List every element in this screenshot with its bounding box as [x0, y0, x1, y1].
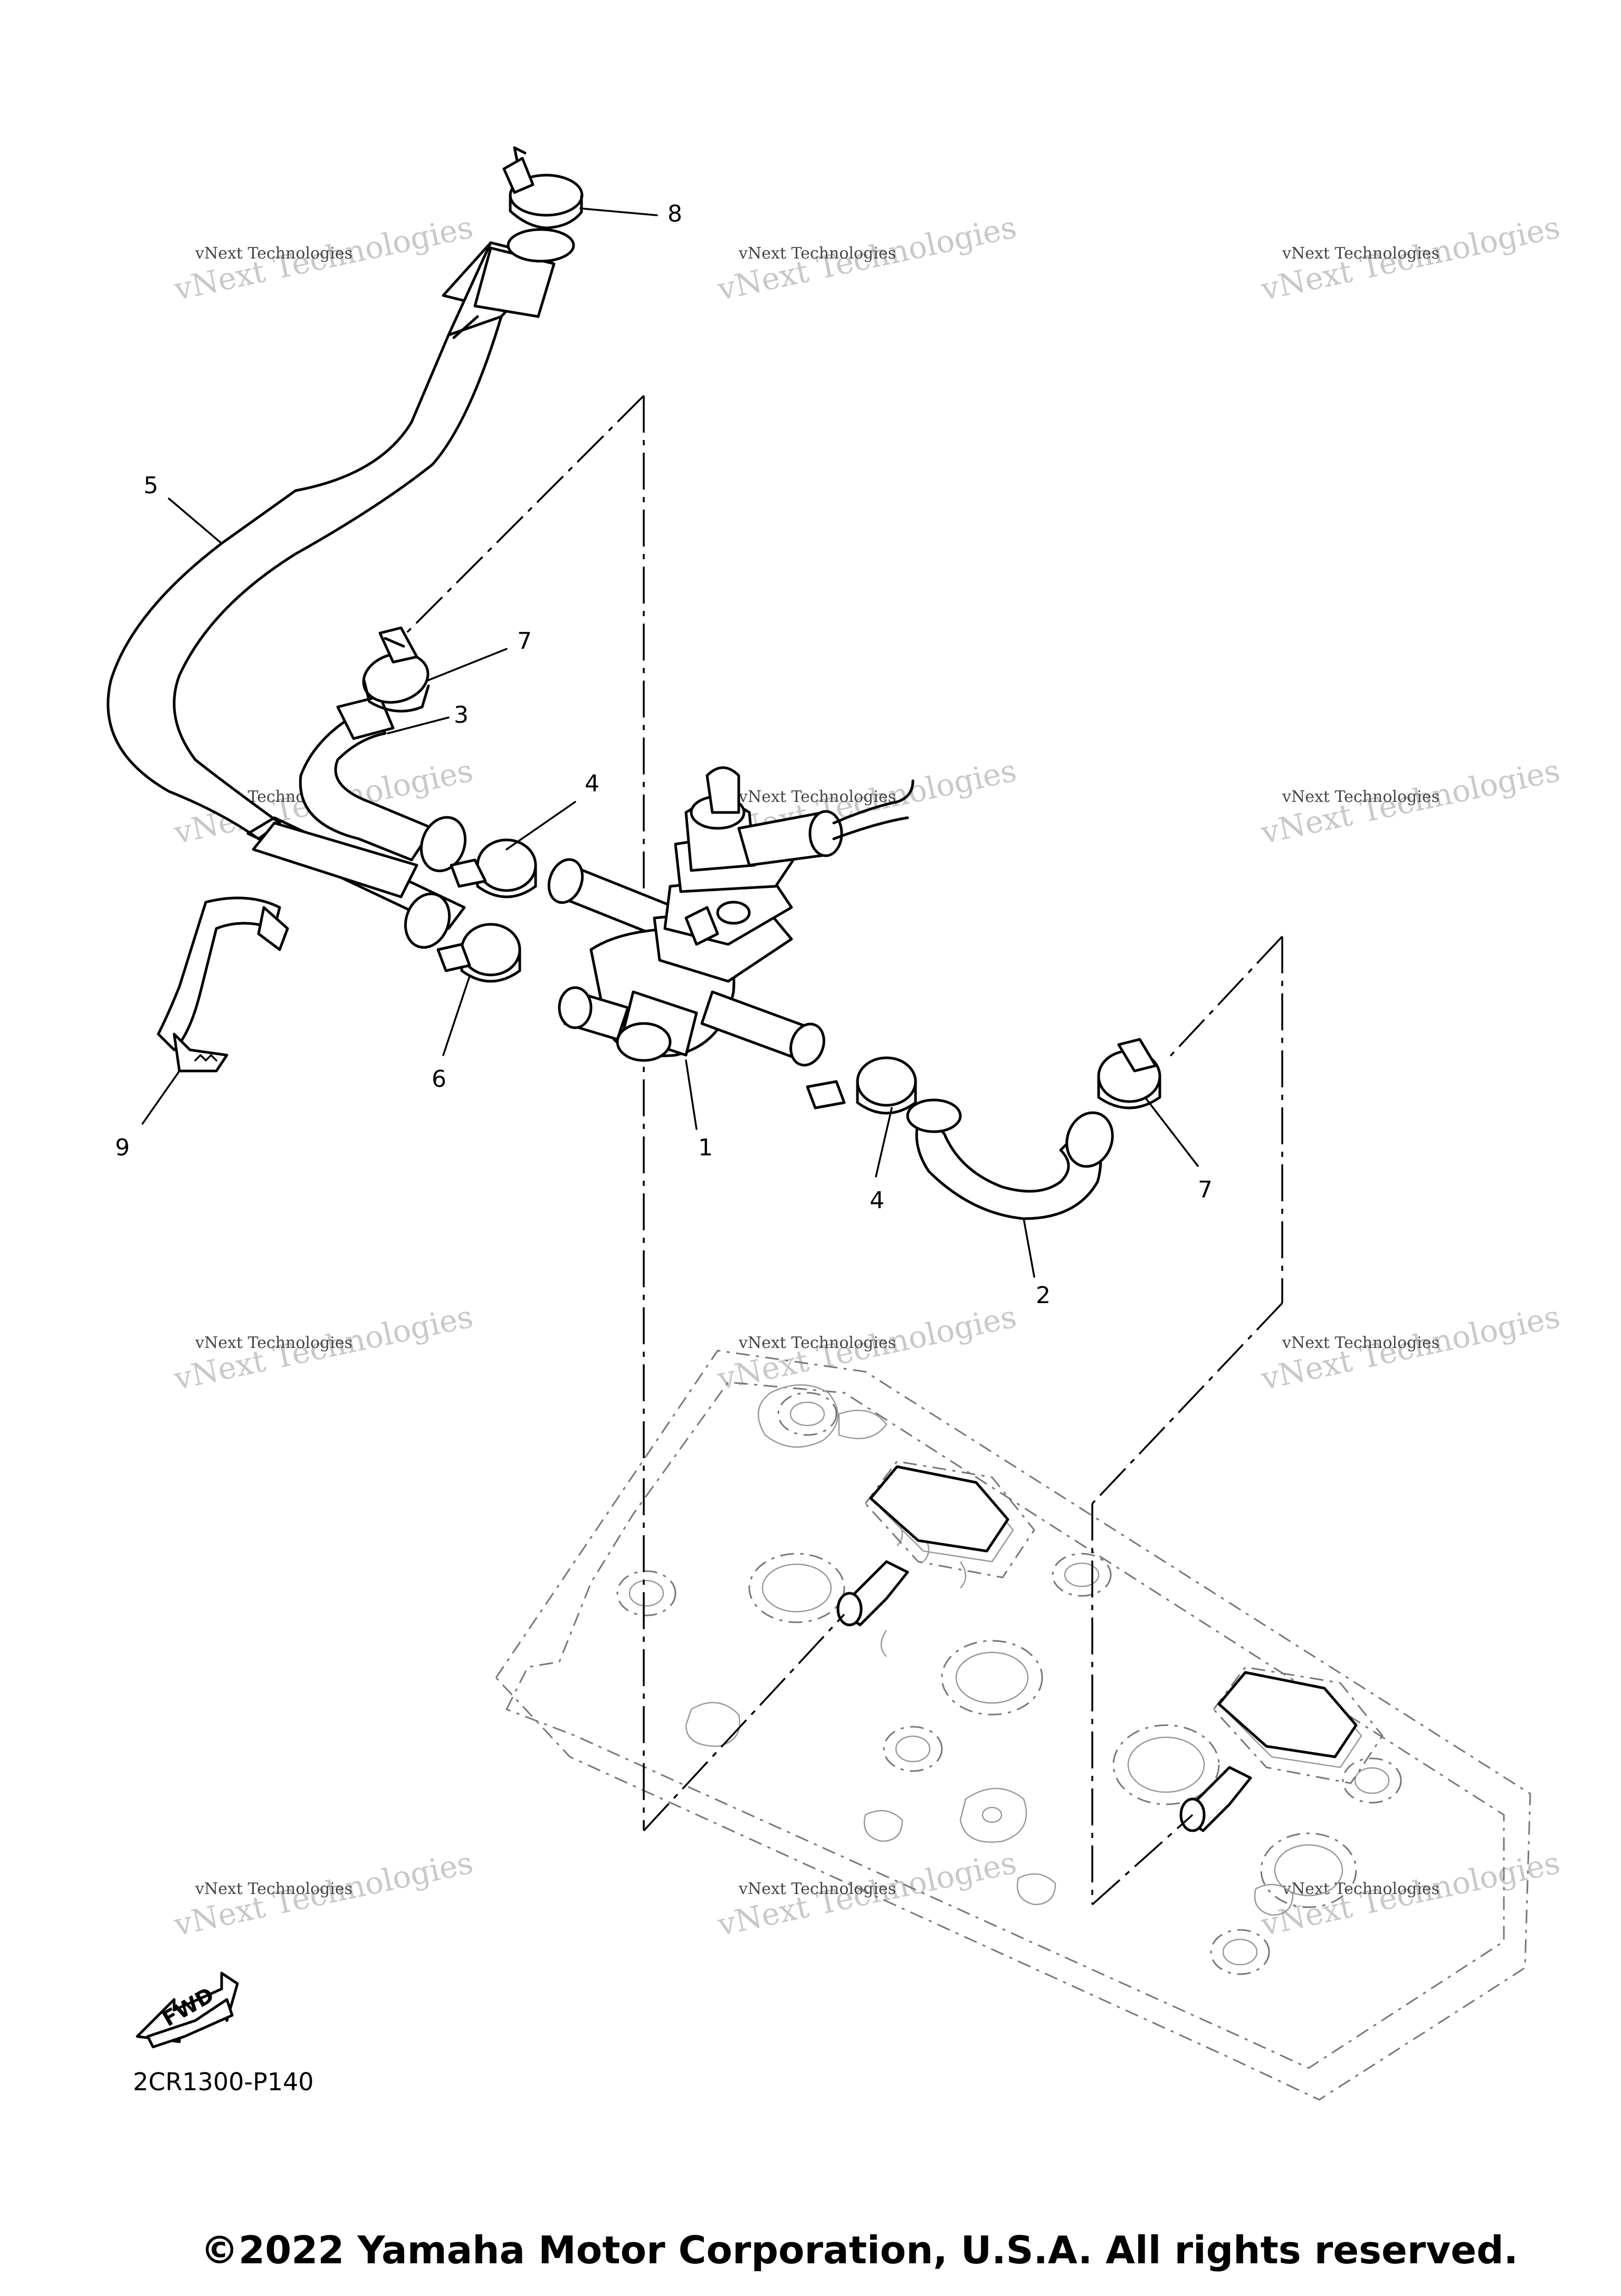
- leader-lines: [141, 207, 1199, 1278]
- reed-valve-fitting-left: [836, 1465, 1009, 1627]
- watermark: vNext Technologies vNext Technologies: [1257, 209, 1563, 308]
- callout-7-lower: 7: [1198, 1176, 1213, 1203]
- watermark: vNext Technologies vNext Technologies: [1257, 1844, 1563, 1943]
- svg-text:vNext Technologies: vNext Technologies: [1282, 1334, 1439, 1352]
- svg-text:vNext Technologies: vNext Technologies: [195, 1334, 352, 1352]
- drawing-code: 2CR1300-P140: [133, 2068, 314, 2096]
- watermark: vNext Technologies vNext Technologies: [714, 209, 1019, 308]
- part-8-clamp: [502, 146, 584, 229]
- fwd-arrow-icon: FWD: [136, 1972, 239, 2049]
- part-6-clamp: [436, 923, 521, 983]
- assembly-lines: [400, 395, 1283, 1906]
- callout-9: 9: [115, 1134, 130, 1161]
- callout-5: 5: [144, 472, 158, 499]
- watermark: vNext Technologies vNext Technologies: [1257, 1298, 1563, 1397]
- part-1-air-cutoff-valve: [547, 766, 914, 1067]
- part-9-holder: [157, 896, 289, 1073]
- callout-7-upper: 7: [517, 628, 532, 655]
- watermark: vNext Technologies vNext Technologies: [170, 1298, 476, 1397]
- cylinder-head-cover: [495, 1350, 1531, 2101]
- svg-text:vNext Technologies: vNext Technologies: [1282, 788, 1439, 806]
- callout-8: 8: [668, 200, 682, 227]
- svg-text:vNext Technologies: vNext Technologies: [738, 1880, 896, 1898]
- part-2-hose: [906, 1098, 1114, 1220]
- part-4-clamp-left: [450, 838, 537, 898]
- part-5-hose: [107, 228, 575, 930]
- callout-2: 2: [1036, 1282, 1051, 1309]
- watermark: vNext Technologies vNext Technologies: [714, 1844, 1019, 1943]
- svg-text:vNext Technologies: vNext Technologies: [738, 244, 896, 263]
- part-3-hose: [252, 695, 467, 949]
- part-7-clamp-right: [1097, 1038, 1161, 1109]
- callout-3: 3: [454, 702, 469, 729]
- reed-valve-fitting-right: [1179, 1671, 1358, 1832]
- part-4-clamp-right: [806, 1056, 917, 1115]
- callout-4-upper: 4: [585, 770, 599, 797]
- watermark: vNext Technologies vNext Technologies: [170, 209, 476, 308]
- watermark: vNext Technologies vNext Technologies: [170, 1844, 476, 1943]
- svg-text:vNext Technologies: vNext Technologies: [195, 244, 352, 263]
- svg-text:vNext Technologies: vNext Technologies: [738, 788, 896, 806]
- svg-text:vNext Technologies: vNext Technologies: [1282, 244, 1439, 263]
- part-7-clamp-upper: [362, 626, 430, 713]
- copyright-notice: ©2022 Yamaha Motor Corporation, U.S.A. A…: [201, 2228, 1518, 2272]
- watermark: vNext Technologies vNext Technologies: [714, 1298, 1019, 1397]
- callout-4-lower: 4: [870, 1187, 884, 1214]
- callout-1: 1: [698, 1134, 713, 1161]
- callouts: 1 2 3 4 4 5 6 7 7 8 9: [115, 200, 1213, 1309]
- svg-text:vNext Technologies: vNext Technologies: [738, 1334, 896, 1352]
- svg-text:vNext Technologies: vNext Technologies: [195, 1880, 352, 1898]
- callout-6: 6: [432, 1066, 446, 1093]
- watermark: vNext Technologies vNext Technologies: [1257, 752, 1563, 851]
